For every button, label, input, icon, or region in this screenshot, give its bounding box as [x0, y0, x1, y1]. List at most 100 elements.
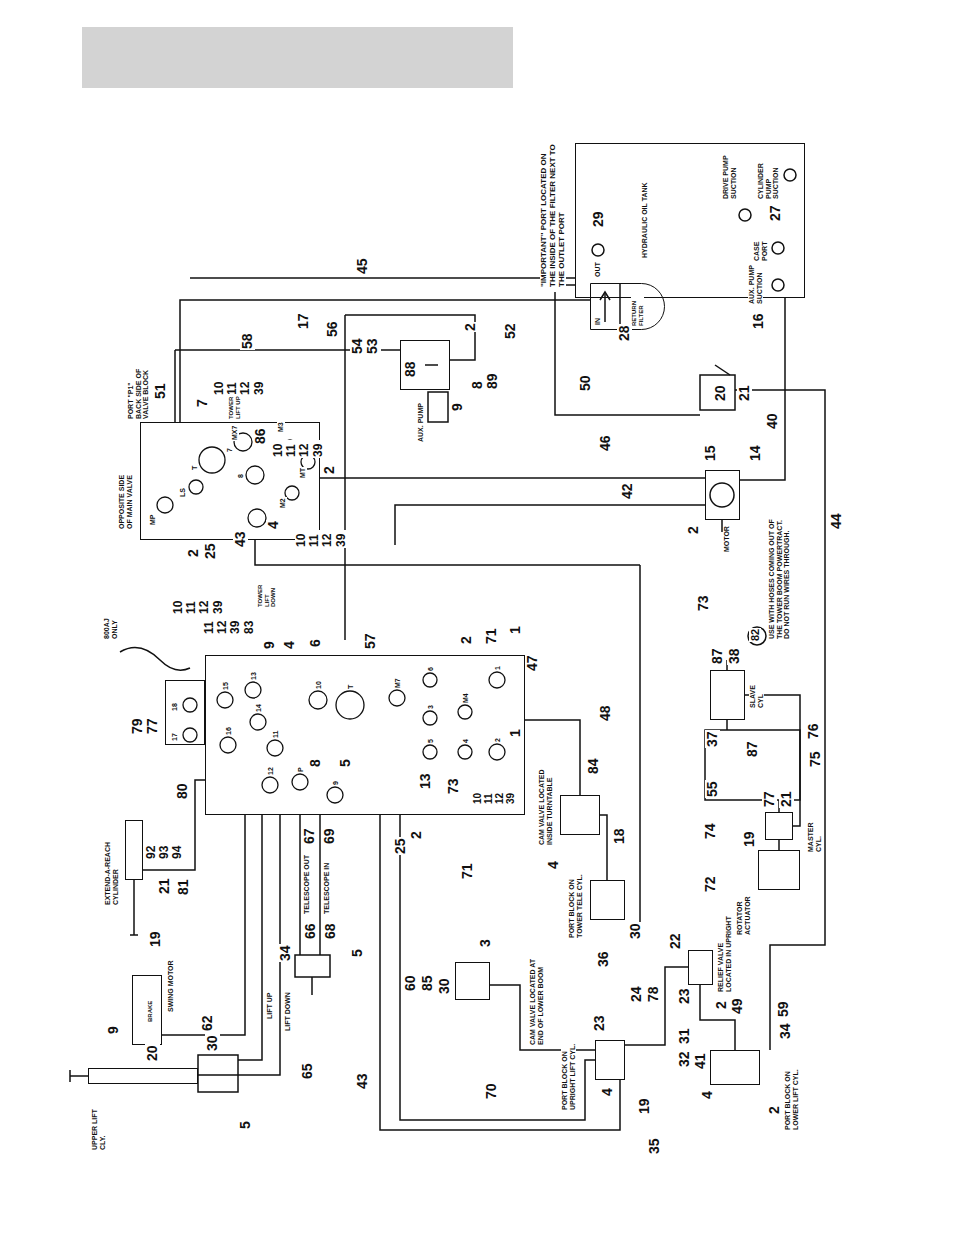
node-text: 2 — [494, 737, 502, 743]
callout-label: 10 11 12 39 — [172, 597, 225, 615]
callout-label: 81 — [176, 878, 191, 896]
callout-label: 43 — [233, 530, 248, 548]
callout-label: 73 — [696, 594, 711, 612]
node-text: CAM VALVE LOCATED AT END OF LOWER BOOM — [529, 944, 544, 1046]
callout-label: 25 — [393, 837, 408, 855]
pump-and-motor-symbols — [425, 365, 766, 645]
callout-label: 5 — [238, 1120, 253, 1130]
hose-connector — [143, 780, 205, 870]
callout-label: 36 — [596, 950, 611, 968]
node-text: MT — [299, 467, 307, 479]
callout-label: 82 — [749, 628, 761, 642]
callout-label: 27 — [768, 204, 783, 222]
node-text: 15 — [222, 681, 230, 691]
callout-label: 38 — [727, 647, 742, 665]
callout-label: 31 — [677, 1027, 692, 1045]
node-text: MP — [149, 514, 157, 527]
callout-label: LIFT UP — [266, 992, 274, 1020]
component-shape: ROTATOR ACTUATOR — [758, 850, 800, 890]
callout-label: 4 — [266, 520, 281, 530]
node-text: 17 — [171, 732, 179, 742]
component-shape: SLAVE CYL — [710, 670, 745, 720]
callout-label: TELESCOPE OUT — [303, 854, 311, 915]
callout-label: 10 11 12 39 — [295, 530, 348, 548]
callout-label: 30 — [205, 1034, 220, 1052]
callout-label: 11 12 39 83 — [203, 617, 256, 635]
callout-label: 74 — [703, 822, 718, 840]
callout-label: 30 — [628, 922, 643, 940]
callout-label: 45 — [355, 257, 370, 275]
callout-label: 57 — [363, 632, 378, 650]
node-text: T — [347, 684, 355, 690]
callout-label: TOWER LIFT DOWN — [257, 582, 277, 608]
node-text: LS — [179, 487, 187, 498]
node-text: 13 — [250, 671, 258, 681]
callout-label: 4 — [546, 860, 561, 870]
node-text: PORT BLOCK ON LOWER LIFT CYL. — [784, 1049, 799, 1131]
tank-details — [592, 169, 796, 410]
callout-label: 19 — [637, 1097, 652, 1115]
callout-label: 2 — [463, 322, 478, 332]
callout-label: 60 — [403, 974, 418, 992]
callout-label: 32 — [677, 1050, 692, 1068]
callout-label: 6 — [308, 638, 323, 648]
callout-label: 76 — [806, 722, 821, 740]
component-shape: PORT BLOCK ON UPRIGHT LIFT CYL. — [595, 1040, 625, 1080]
callout-label: 84 — [586, 757, 601, 775]
callout-label: 14 — [748, 444, 763, 462]
node-text: M3 — [277, 421, 285, 433]
callout-label: 1 — [508, 625, 523, 635]
callout-label: 41 — [693, 1052, 708, 1070]
node-text: EXTEND-A-REACH CYLINDER — [104, 814, 119, 906]
node-text: 10 — [315, 680, 323, 690]
callout-label: 9 — [450, 402, 465, 412]
callout-label: 59 — [776, 1000, 791, 1018]
callout-label: 5 — [350, 948, 365, 958]
callout-label: 3 — [478, 938, 493, 948]
node-text: 14 — [255, 703, 263, 713]
callout-label: 40 — [765, 412, 780, 430]
node-text: SWING MOTOR — [167, 959, 175, 1013]
callout-label: 42 — [620, 482, 635, 500]
callout-label: 85 — [420, 974, 435, 992]
callout-label: 54 53 — [350, 335, 381, 355]
callout-label: 50 — [578, 374, 593, 392]
callout-label: 2 — [322, 465, 337, 475]
callout-label: 19 — [742, 830, 757, 848]
callout-label: 77 — [762, 790, 777, 808]
node-text: 11 — [272, 730, 280, 739]
hose-connector — [700, 985, 735, 1050]
callout-label: 80 — [175, 782, 190, 800]
callout-label: 43 — [355, 1072, 370, 1090]
cylinder-symbols — [70, 648, 779, 1093]
callout-label: 49 — [730, 997, 745, 1015]
callout-label: CASE PORT — [753, 230, 768, 262]
node-text: RELIEF VALVE LOCATED IN UPRIGHT — [717, 911, 732, 993]
hose-connector — [745, 695, 800, 826]
callout-label: 9 — [106, 1025, 121, 1035]
callout-label: 56 — [325, 320, 340, 338]
callout-label: TELESCOPE IN — [323, 862, 331, 915]
callout-label: 15 — [703, 444, 718, 462]
callout-label: 55 — [705, 780, 720, 798]
callout-label: 19 — [148, 930, 163, 948]
callout-label: 17 — [296, 312, 311, 330]
node-text: T — [191, 465, 199, 471]
callout-label: 51 — [153, 382, 168, 400]
callout-label: 8 89 — [470, 370, 501, 390]
callout-label: 34 — [778, 1022, 793, 1040]
callout-label: CYLINDER PUMP SUCTION — [757, 148, 780, 200]
valve-port-circles — [157, 433, 505, 803]
callout-label: 2 — [767, 1105, 782, 1115]
callout-label: 88 — [403, 360, 418, 378]
callout-label: 86 — [253, 427, 268, 445]
callout-label: "IMPORTANT" PORT LOCATED ON THE INSIDE O… — [540, 136, 566, 288]
header-band — [82, 27, 513, 88]
callout-label: 67 — [302, 827, 317, 845]
node-text: RETURN FILTER — [631, 285, 644, 327]
hose-connector — [779, 840, 780, 850]
callout-label: 2 — [714, 1000, 729, 1010]
callout-label: 16 — [751, 312, 766, 330]
